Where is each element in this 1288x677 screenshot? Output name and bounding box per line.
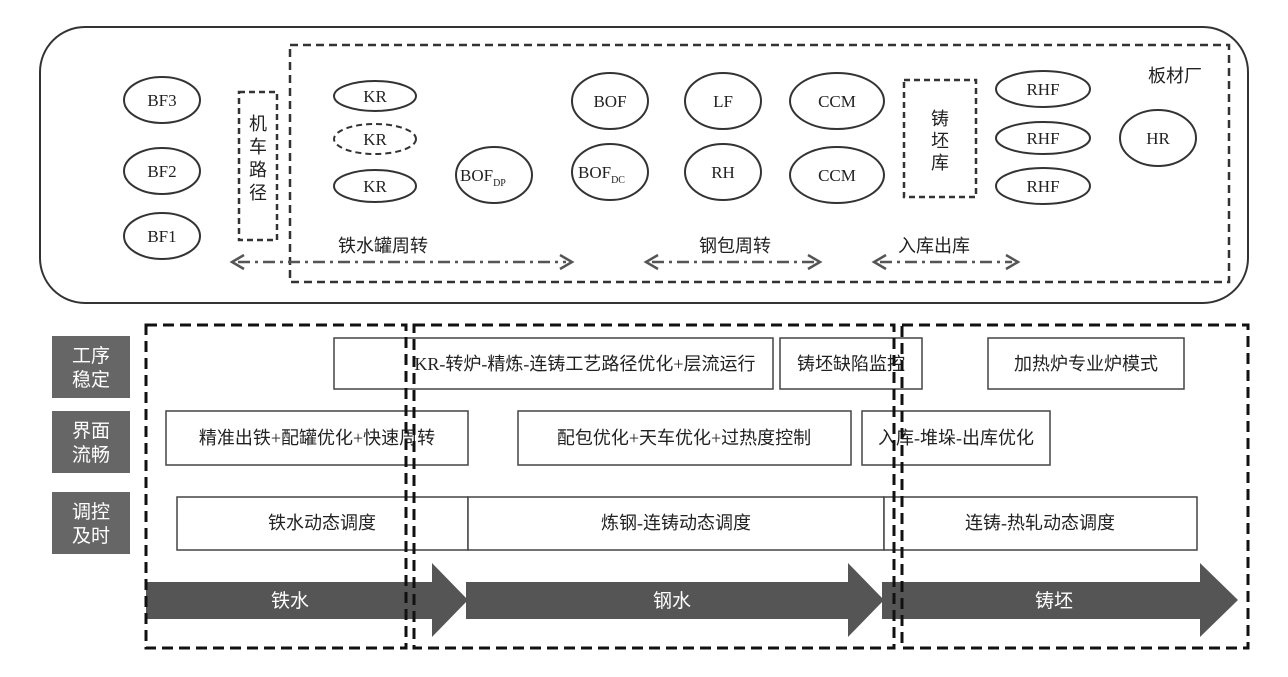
svg-text:路: 路	[249, 160, 267, 180]
svg-text:流畅: 流畅	[72, 444, 110, 466]
svg-text:界面: 界面	[72, 421, 110, 442]
bof-top: BOF	[571, 72, 649, 130]
svg-text:KR-转炉-精炼-连铸工艺路径优化+层流运行: KR-转炉-精炼-连铸工艺路径优化+层流运行	[414, 354, 755, 374]
svg-text:坯: 坯	[931, 131, 949, 151]
svg-text:铸: 铸	[931, 109, 949, 129]
flow-steel-ladle: 钢包周转	[643, 236, 823, 271]
loco-route-box: 机 车 路 径	[237, 90, 279, 242]
box-hot-scheduling: 连铸-热轧动态调度	[883, 496, 1198, 551]
svg-text:RH: RH	[711, 163, 735, 182]
svg-text:机: 机	[249, 114, 267, 134]
box-iron-scheduling: 铁水动态调度	[176, 496, 469, 551]
zone-steelmaking	[412, 323, 896, 650]
reheating-furnace-3: RHF	[995, 167, 1091, 205]
svg-text:铸坯: 铸坯	[1035, 590, 1073, 612]
box-steel-scheduling: 炼钢-连铸动态调度	[467, 496, 885, 551]
box-furnace-mode: 加热炉专业炉模式	[987, 337, 1185, 390]
svg-text:入库出库: 入库出库	[898, 236, 970, 256]
box-yard-optimization: 入库-堆垛-出库优化	[861, 410, 1051, 466]
box-slab-defect-monitor: 铸坯缺陷监控	[779, 337, 923, 390]
svg-text:调控: 调控	[72, 501, 110, 523]
slab-yard-box: 铸 坯 库	[902, 78, 978, 199]
svg-text:钢包周转: 钢包周转	[699, 236, 771, 256]
blast-furnace-bf1: BF1	[123, 212, 201, 260]
svg-text:铁水罐周转: 铁水罐周转	[338, 236, 428, 256]
flow-yard: 入库出库	[871, 236, 1021, 271]
svg-text:CCM: CCM	[818, 92, 856, 111]
svg-text:车: 车	[249, 137, 267, 157]
blast-furnace-bf3: BF3	[123, 76, 201, 124]
kr-unit-3: KR	[333, 169, 417, 203]
kr-unit-1: KR	[333, 80, 417, 112]
category-timely-control: 调控 及时	[52, 492, 130, 554]
arrow-slab: 铸坯	[882, 563, 1238, 637]
blast-furnace-bf2: BF2	[123, 147, 201, 195]
arrow-liquid-steel: 钢水	[466, 563, 884, 637]
zone-hot-rolling	[900, 323, 1250, 650]
svg-text:KR: KR	[363, 130, 387, 149]
plate-mill-boundary	[288, 43, 1231, 284]
svg-text:CCM: CCM	[818, 166, 856, 185]
svg-text:钢水: 钢水	[653, 590, 691, 612]
svg-text:稳定: 稳定	[72, 369, 110, 391]
svg-text:连铸-热轧动态调度: 连铸-热轧动态调度	[965, 513, 1115, 533]
rh-degasser: RH	[684, 143, 762, 201]
svg-text:BF3: BF3	[147, 91, 176, 110]
ccm-2: CCM	[789, 146, 885, 204]
ccm-1: CCM	[789, 72, 885, 130]
plate-mill-title: 板材厂	[1148, 66, 1202, 86]
bof-dp: BOFDP	[455, 146, 533, 204]
box-route-optimization: KR-转炉-精炼-连铸工艺路径优化+层流运行	[333, 337, 774, 390]
ladle-furnace-lf: LF	[684, 72, 762, 130]
svg-text:入库-堆垛-出库优化: 入库-堆垛-出库优化	[878, 428, 1034, 448]
svg-text:铸坯缺陷监控: 铸坯缺陷监控	[797, 354, 905, 374]
svg-text:BOFDC: BOFDC	[578, 163, 625, 186]
zone-ironmaking	[144, 323, 408, 650]
svg-text:BF1: BF1	[147, 227, 176, 246]
svg-text:及时: 及时	[72, 525, 110, 547]
bof-dc: BOFDC	[571, 143, 649, 201]
arrow-hot-metal: 铁水	[146, 563, 468, 637]
box-ladle-optimization: 配包优化+天车优化+过热度控制	[517, 410, 852, 466]
svg-text:LF: LF	[713, 92, 733, 111]
svg-text:配包优化+天车优化+过热度控制: 配包优化+天车优化+过热度控制	[557, 428, 811, 448]
svg-text:加热炉专业炉模式: 加热炉专业炉模式	[1014, 354, 1158, 374]
box-iron-tapping: 精准出铁+配罐优化+快速周转	[165, 410, 469, 466]
svg-text:径: 径	[249, 183, 267, 203]
svg-text:RHF: RHF	[1026, 80, 1059, 99]
kr-unit-2-standby: KR	[333, 123, 417, 155]
reheating-furnace-1: RHF	[995, 70, 1091, 108]
svg-text:RHF: RHF	[1026, 129, 1059, 148]
svg-text:精准出铁+配罐优化+快速周转: 精准出铁+配罐优化+快速周转	[199, 428, 435, 448]
hot-rolling-hr: HR	[1119, 109, 1197, 167]
svg-text:铁水: 铁水	[271, 590, 309, 612]
svg-text:库: 库	[931, 153, 949, 173]
svg-text:HR: HR	[1146, 129, 1170, 148]
svg-text:KR: KR	[363, 87, 387, 106]
svg-text:工序: 工序	[72, 345, 110, 367]
svg-text:RHF: RHF	[1026, 177, 1059, 196]
svg-text:炼钢-连铸动态调度: 炼钢-连铸动态调度	[601, 513, 751, 533]
svg-text:BF2: BF2	[147, 162, 176, 181]
svg-text:铁水动态调度: 铁水动态调度	[268, 513, 376, 533]
plant-outer-frame	[39, 26, 1249, 304]
svg-text:BOF: BOF	[593, 92, 626, 111]
category-process-stability: 工序 稳定	[52, 336, 130, 398]
reheating-furnace-2: RHF	[995, 121, 1091, 155]
svg-text:BOFDP: BOFDP	[460, 166, 506, 189]
svg-text:KR: KR	[363, 177, 387, 196]
flow-iron-ladle: 铁水罐周转	[229, 236, 575, 271]
category-interface-smooth: 界面 流畅	[52, 411, 130, 473]
